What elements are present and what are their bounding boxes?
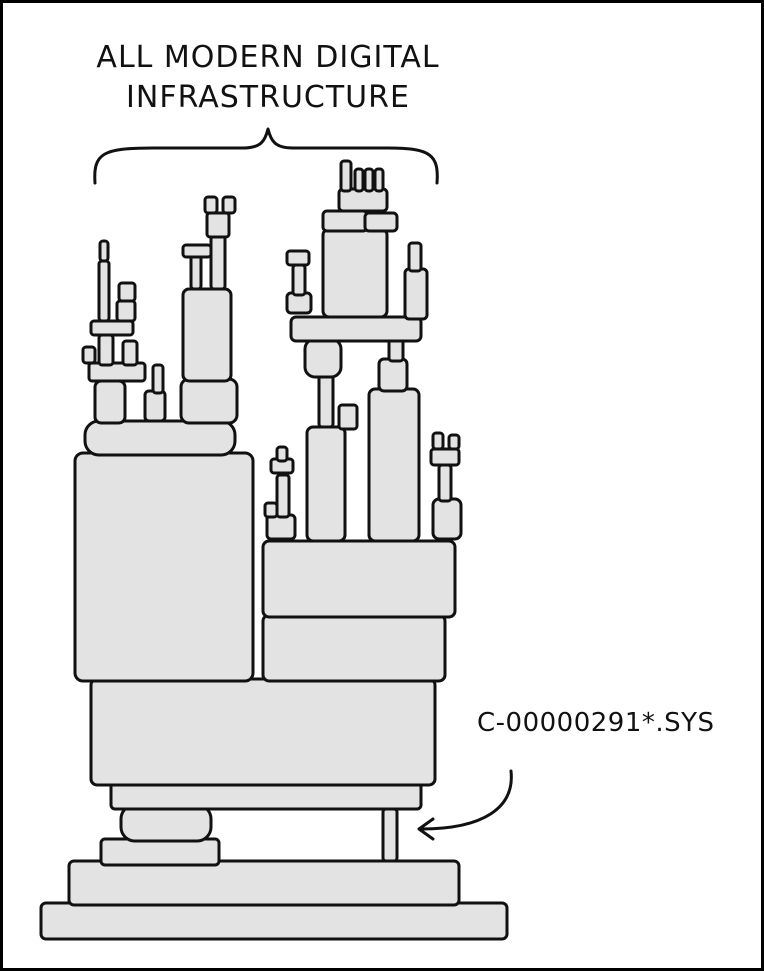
left-micro-3 (121, 339, 139, 367)
right-small-stack-ledge (263, 501, 279, 519)
right-wide-block (261, 539, 457, 619)
mid-left-top-bar (181, 243, 213, 259)
left-ledge (87, 361, 147, 383)
second-slab (67, 859, 461, 907)
left-micro-1 (81, 345, 97, 365)
upper-platform (289, 315, 423, 343)
base-slab (39, 901, 509, 941)
mid-left-pillar-1 (189, 253, 203, 291)
small-step-block (99, 837, 221, 867)
right-edge-micro-2 (447, 433, 461, 451)
left-rounded-cap (83, 419, 237, 457)
caption-line-2: INFRASTRUCTURE (126, 80, 410, 115)
right-lower-block (261, 613, 447, 683)
upper-crossbar-right (363, 211, 399, 233)
upper-crossbar-left (321, 209, 369, 233)
upper-stick-4 (373, 167, 385, 193)
left-micro-5 (117, 281, 137, 303)
caption-line-1: ALL MODERN DIGITAL (96, 40, 440, 75)
wide-plank (109, 781, 423, 811)
callout-arrow (419, 769, 513, 831)
arrow-head (417, 817, 435, 841)
mid-left-tower (181, 287, 233, 383)
right-small-stack-pole (275, 473, 291, 519)
upper-left-post (291, 263, 307, 297)
right-edge-micro-1 (431, 431, 445, 451)
upper-box-right-post (403, 267, 429, 321)
mid-left-base (179, 377, 239, 425)
rounded-platform-support (303, 337, 343, 379)
tiny-pillar-block (381, 807, 399, 863)
upper-box (321, 227, 389, 319)
callout-label: C-00000291*.SYS (477, 708, 715, 738)
upper-stick-1 (339, 159, 353, 193)
curly-brace (93, 127, 439, 185)
left-micro-2 (97, 333, 115, 367)
mid-left-micro-2 (221, 195, 237, 215)
right-edge-cross (429, 447, 461, 467)
right-edge-base (431, 497, 463, 541)
center-pillar-left-tip (337, 403, 359, 431)
left-thin-spire (97, 259, 111, 323)
left-small-block (93, 379, 127, 425)
block-tower-drawing (39, 127, 513, 941)
center-pillar-left-top (317, 373, 335, 429)
right-small-stack-tip (275, 445, 289, 463)
mid-left-micro-1 (203, 195, 219, 215)
right-edge-pole (437, 463, 453, 503)
mid-left-cap (205, 211, 231, 239)
left-spire-tip (98, 239, 110, 263)
upper-stick-2 (353, 167, 365, 193)
mid-left-pillar-2 (209, 233, 227, 291)
left-tiny-top (151, 363, 165, 395)
center-pillar-left (305, 425, 347, 543)
left-tall-block (73, 451, 255, 683)
center-pillar-right-top (377, 357, 409, 393)
big-lower-block (89, 677, 437, 787)
right-small-stack-base (265, 513, 297, 541)
upper-box-right-tip (407, 241, 423, 273)
upper-left-post-cap (285, 249, 311, 267)
center-pillar-right (367, 387, 421, 543)
upper-stick-3 (363, 167, 375, 193)
left-tiny-block (143, 389, 167, 423)
left-crossbar (89, 319, 135, 337)
left-micro-4 (115, 299, 137, 323)
